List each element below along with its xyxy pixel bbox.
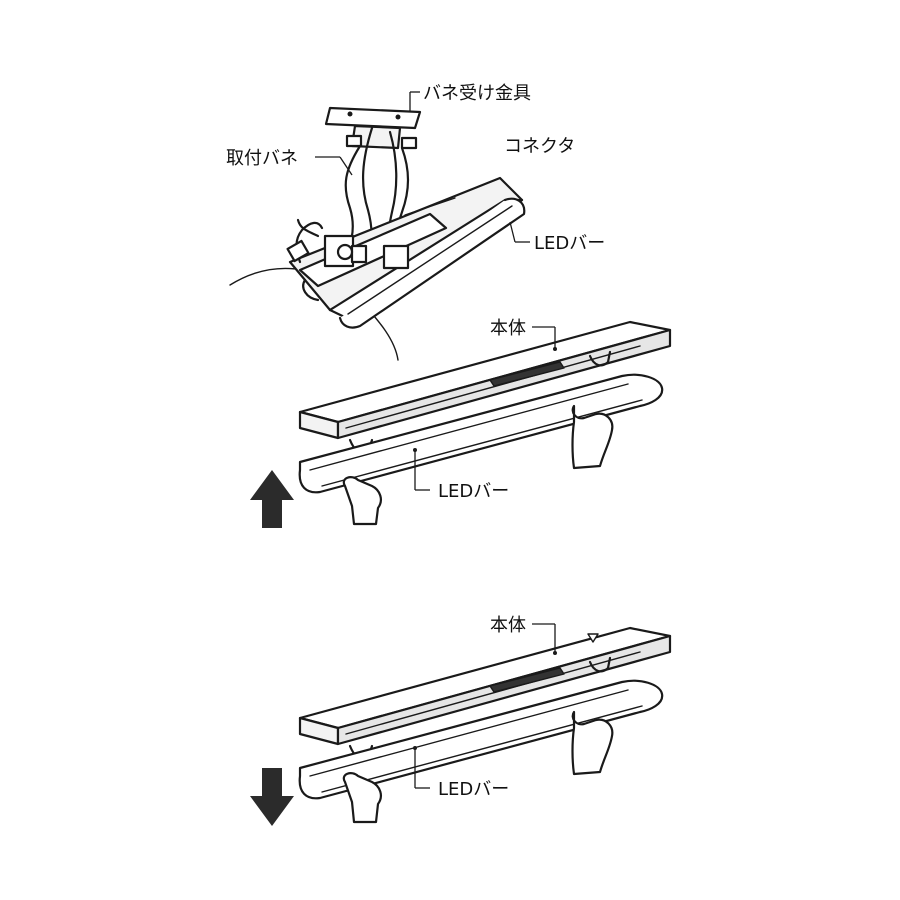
label-connector: コネクタ bbox=[504, 136, 575, 157]
mounting-detail: バネ受け金具 取付バネ コネクタ LEDバー bbox=[226, 83, 605, 361]
label-mounting-spring: 取付バネ bbox=[226, 148, 298, 169]
led-bar-bottom bbox=[298, 679, 664, 800]
attach-step: 本体 LEDバー bbox=[250, 318, 672, 528]
label-body-bottom: 本体 bbox=[490, 615, 526, 636]
remove-step: 本体 LEDバー bbox=[250, 615, 672, 826]
label-led-bar-mid: LEDバー bbox=[438, 481, 509, 502]
led-bar-mid bbox=[298, 373, 664, 494]
label-led-bar-bottom: LEDバー bbox=[438, 779, 509, 800]
spring-bracket-plate bbox=[324, 106, 422, 130]
hand-right-mid bbox=[571, 404, 614, 470]
label-spring-bracket: バネ受け金具 bbox=[423, 83, 531, 104]
hand-left-bottom bbox=[342, 772, 382, 824]
hand-right-bottom bbox=[571, 710, 614, 776]
label-body-mid: 本体 bbox=[490, 318, 526, 339]
down-arrow-icon bbox=[250, 768, 294, 826]
label-led-bar-top: LEDバー bbox=[534, 233, 605, 254]
up-arrow-icon bbox=[250, 470, 294, 528]
hand-left-mid bbox=[342, 476, 382, 526]
